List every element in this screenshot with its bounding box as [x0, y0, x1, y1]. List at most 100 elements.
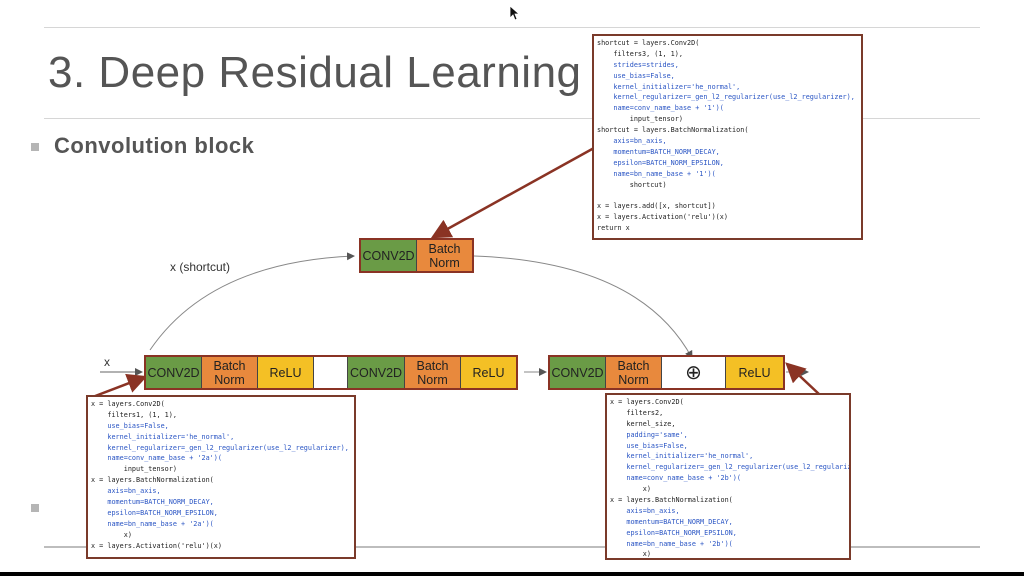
code-line: kernel_regularizer=_gen_l2_regularizer(u… [91, 443, 351, 454]
code-text [610, 529, 626, 537]
code-text [91, 487, 107, 495]
top-rule [44, 27, 980, 28]
mouse-cursor-icon [509, 5, 519, 21]
code-line: axis=bn_axis, [610, 506, 846, 517]
code-panel-shortcut: shortcut = layers.Conv2D( filters3, (1, … [592, 34, 863, 240]
code-keyword-arg: name=bn_name_base + '1')( [613, 169, 716, 178]
code-text [597, 148, 613, 156]
code-keyword-arg: strides=strides, [613, 60, 679, 69]
code-text [91, 444, 107, 452]
bullet-marker [31, 143, 39, 151]
code-text: shortcut) [597, 180, 667, 189]
code-text: filters1, (1, 1), [91, 410, 177, 419]
code-text: filters3, (1, 1), [597, 49, 683, 58]
code-keyword-arg: name=bn_name_base + '2b')( [626, 539, 733, 548]
main-conv2d-block-2: CONV2D [348, 357, 405, 388]
main-relu-block-3: ReLU [726, 357, 783, 388]
shortcut-curve-out [473, 255, 693, 359]
code-keyword-arg: kernel_initializer='he_normal', [107, 432, 235, 441]
code-text [91, 422, 107, 430]
code-line: axis=bn_axis, [597, 136, 858, 147]
code-line: epsilon=BATCH_NORM_EPSILON, [597, 158, 858, 169]
code-text: x = layers.BatchNormalization( [91, 476, 214, 485]
code-panel-right: x = layers.Conv2D( filters2, kernel_size… [605, 393, 851, 560]
code-keyword-arg: use_bias=False, [613, 71, 675, 80]
code-line: momentum=BATCH_NORM_DECAY, [91, 497, 351, 508]
main-batchnorm-block-2: Batch Norm [405, 357, 461, 388]
code-text: x = layers.Conv2D( [91, 400, 165, 408]
code-text [91, 454, 107, 462]
code-text [610, 442, 626, 450]
code-keyword-arg: kernel_initializer='he_normal', [613, 82, 741, 91]
shortcut-batchnorm-label: Batch Norm [428, 241, 461, 270]
code-line: x = layers.BatchNormalization( [91, 475, 351, 486]
code-keyword-arg: momentum=BATCH_NORM_DECAY, [626, 517, 733, 526]
code-text [597, 72, 613, 80]
code-keyword-arg: name=conv_name_base + '1')( [613, 104, 724, 113]
code-line: x = layers.Conv2D( [610, 397, 846, 408]
code-text [597, 170, 613, 178]
code-line: name=bn_name_base + '2b')( [610, 539, 846, 550]
code-text: shortcut = layers.Conv2D( [597, 39, 700, 47]
code-line: kernel_size, [610, 419, 846, 430]
code-text [91, 498, 107, 506]
code-text [91, 520, 107, 528]
main-batchnorm-block-1: Batch Norm [202, 357, 258, 388]
code-line: x) [91, 530, 351, 541]
shortcut-batchnorm-block: Batch Norm [417, 240, 472, 271]
code-line: kernel_initializer='he_normal', [610, 451, 846, 462]
add-operation-block: ⊕ [662, 357, 726, 388]
code-text [597, 61, 613, 69]
main-batchnorm-block-3: Batch Norm [606, 357, 662, 388]
code-line: x) [610, 484, 846, 495]
code-line: shortcut = layers.Conv2D( [597, 38, 858, 49]
code-line: name=bn_name_base + '2a')( [91, 519, 351, 530]
code-text: filters2, [610, 408, 664, 417]
code-line: return x [597, 223, 858, 234]
code-line: kernel_regularizer=_gen_l2_regularizer(u… [597, 92, 858, 103]
bullet-text: Convolution block [54, 133, 255, 158]
code-text: return x [597, 224, 630, 233]
code-text [597, 104, 613, 112]
code-panel-left: x = layers.Conv2D( filters1, (1, 1), use… [86, 395, 356, 559]
add-circle-icon: ⊕ [685, 361, 702, 384]
code-line: shortcut) [597, 180, 858, 191]
code-line: momentum=BATCH_NORM_DECAY, [610, 517, 846, 528]
code-text: x = layers.add([x, shortcut]) [597, 202, 716, 211]
code-keyword-arg: kernel_regularizer=_gen_l2_regularizer(u… [626, 463, 851, 472]
main-conv2d-block-1: CONV2D [146, 357, 202, 388]
code-line: x = layers.BatchNormalization( [610, 495, 846, 506]
code-line: epsilon=BATCH_NORM_EPSILON, [610, 528, 846, 539]
main-batchnorm-label-1: Batch Norm [213, 358, 246, 387]
code-text [610, 463, 626, 471]
code-text [610, 518, 626, 526]
main-chain-2-frame [548, 355, 785, 390]
code-line: kernel_initializer='he_normal', [597, 82, 858, 93]
shortcut-conv2d-block: CONV2D [361, 240, 417, 271]
code-line: padding='same', [610, 430, 846, 441]
code-line: name=bn_name_base + '1')( [597, 169, 858, 180]
code-text [597, 83, 613, 91]
code-text [610, 452, 626, 460]
code-line: axis=bn_axis, [91, 486, 351, 497]
code-text: x = layers.Activation('relu')(x) [91, 541, 222, 550]
pointer-right-code [785, 362, 821, 396]
code-keyword-arg: padding='same', [626, 430, 688, 439]
pointer-left-code [89, 373, 148, 400]
code-text [597, 93, 613, 101]
code-line: momentum=BATCH_NORM_DECAY, [597, 147, 858, 158]
pointer-top-code [430, 146, 595, 239]
code-line: input_tensor) [597, 114, 858, 125]
code-keyword-arg: epsilon=BATCH_NORM_EPSILON, [613, 158, 724, 167]
code-keyword-arg: epsilon=BATCH_NORM_EPSILON, [107, 508, 218, 517]
code-line: name=conv_name_base + '2b')( [610, 473, 846, 484]
code-text: input_tensor) [597, 115, 683, 124]
code-line: use_bias=False, [610, 441, 846, 452]
code-keyword-arg: axis=bn_axis, [626, 506, 680, 515]
code-keyword-arg: kernel_initializer='he_normal', [626, 452, 754, 461]
code-text: x = layers.Activation('relu')(x) [597, 213, 728, 222]
code-line: name=conv_name_base + '1')( [597, 103, 858, 114]
code-line: kernel_initializer='he_normal', [91, 432, 351, 443]
code-line: name=conv_name_base + '2a')( [91, 453, 351, 464]
